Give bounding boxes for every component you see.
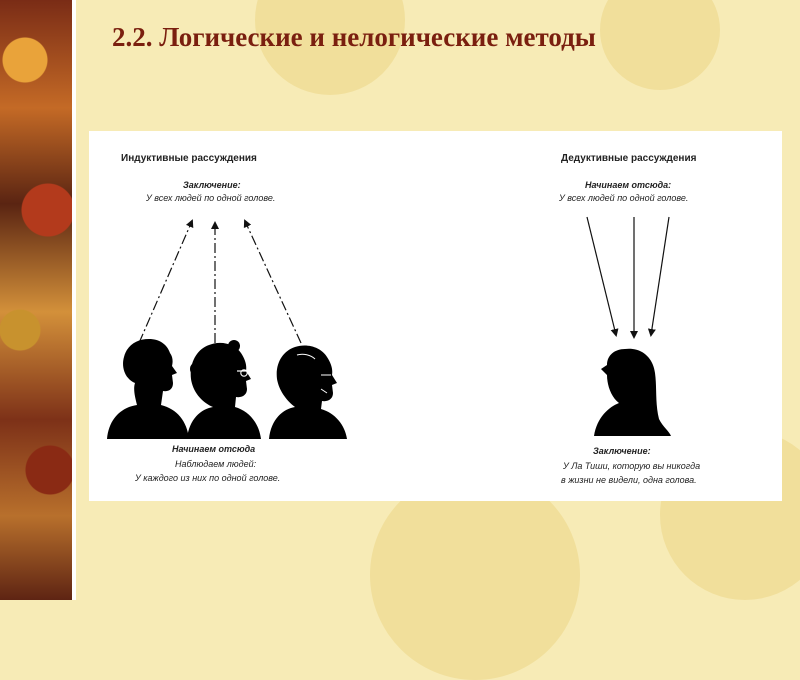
inductive-header: Индуктивные рассуждения: [121, 153, 257, 164]
inductive-start-label: Начинаем отсюда: [172, 444, 256, 454]
inductive-conclusion-label: Заключение:: [183, 180, 241, 190]
silhouette-man-icon: [107, 339, 189, 439]
decorative-side-strip: [0, 0, 72, 600]
inductive-arrow-right: [243, 219, 302, 344]
reasoning-diagram: [107, 216, 671, 439]
silhouette-woman-glasses-icon: [187, 340, 261, 439]
diagram-panel: Индуктивные рассуждения Заключение: У вс…: [89, 131, 782, 501]
deductive-conclusion-label: Заключение:: [593, 446, 651, 456]
deductive-arrow-right: [647, 216, 670, 337]
inductive-arrow-left: [138, 219, 194, 344]
background-gear: [600, 0, 720, 90]
background-gear: [370, 470, 580, 680]
deductive-start-label: Начинаем отсюда:: [585, 180, 672, 190]
inductive-start-line1: Наблюдаем людей:: [175, 459, 257, 469]
silhouette-elder-icon: [269, 345, 347, 439]
inductive-start-line2: У каждого из них по одной голове.: [135, 473, 281, 483]
deductive-start-text: У всех людей по одной голове.: [559, 193, 689, 203]
deductive-conclusion-line2: в жизни не видели, одна голова.: [561, 475, 697, 485]
side-strip-border: [72, 0, 76, 600]
deductive-conclusion-line1: У Ла Тиши, которую вы никогда: [563, 461, 701, 471]
silhouette-woman-long-hair-icon: [594, 348, 671, 436]
slide-title: 2.2. Логические и нелогические методы: [112, 22, 596, 52]
deductive-arrow-left: [586, 216, 619, 337]
deductive-header: Дедуктивные рассуждения: [561, 153, 697, 164]
inductive-conclusion-text: У всех людей по одной голове.: [146, 193, 276, 203]
